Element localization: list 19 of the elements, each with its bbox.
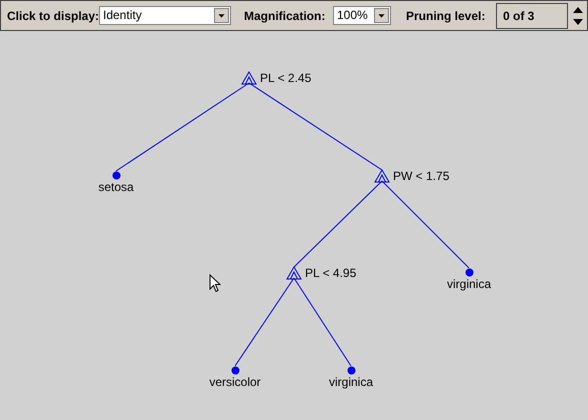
tree-branch-line <box>116 82 250 172</box>
dropdown-select: 100% <box>333 6 391 25</box>
split-condition: PL < 4.95 <box>305 266 356 280</box>
tree-branch-line <box>248 82 382 170</box>
split-condition: PL < 2.45 <box>260 70 312 85</box>
class-label: versicolor <box>209 375 261 389</box>
tree-branch-line <box>382 180 470 268</box>
tree-branch-line <box>294 278 352 366</box>
class-label: setosa <box>98 180 134 194</box>
field-label: Magnification: <box>244 9 326 23</box>
dropdown-select: Identity <box>99 6 231 25</box>
tree-branch-line <box>294 180 382 268</box>
tree-branch-line <box>234 278 294 366</box>
field-label: Pruning level: <box>406 9 486 23</box>
class-label: virginica <box>328 375 373 389</box>
field-label: Click to display: <box>7 9 100 23</box>
class-label: virginica <box>446 277 491 291</box>
split-condition: PW < 1.75 <box>393 168 450 183</box>
pruning-level-field: 0 of 3 <box>496 3 568 29</box>
